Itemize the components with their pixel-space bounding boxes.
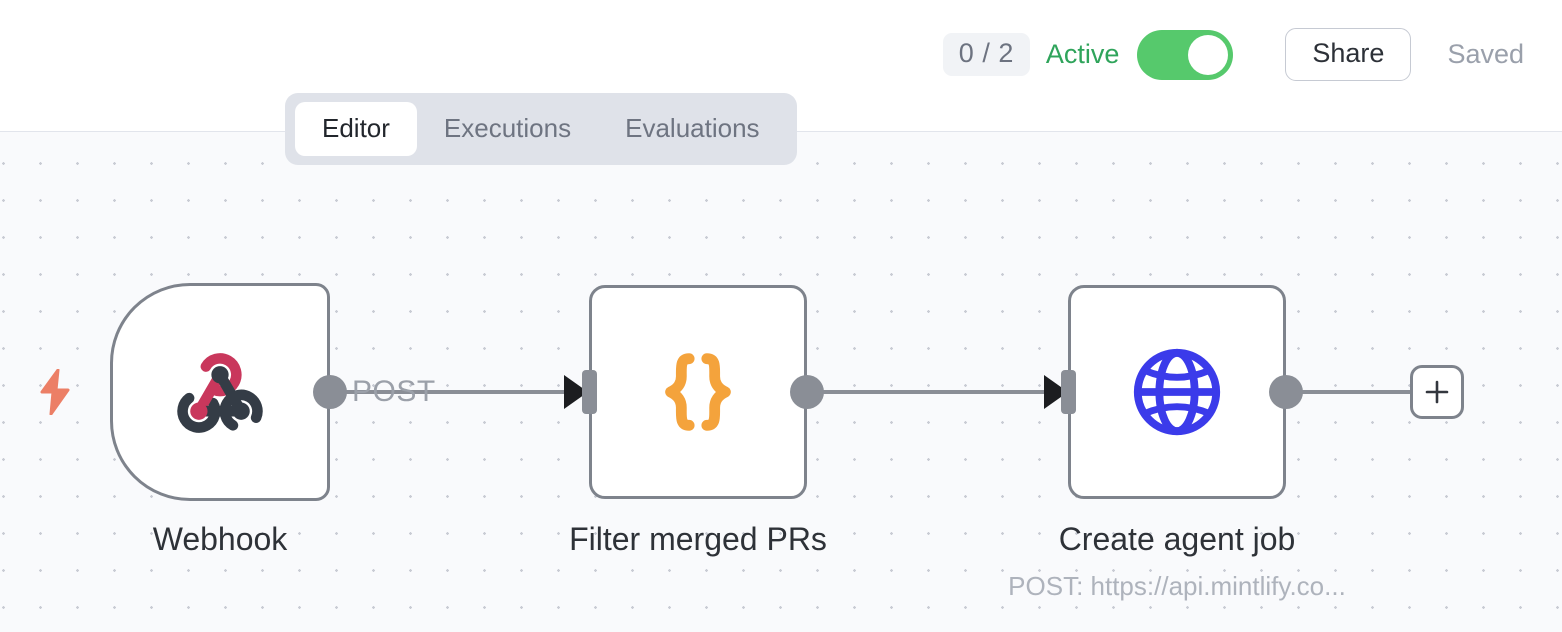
output-port-create-agent-job[interactable] [1269,375,1303,409]
node-create-agent-job[interactable] [1068,285,1286,499]
node-label-create-agent-job: Create agent job [1058,521,1296,557]
connection-webhook-to-filter[interactable] [344,390,574,394]
connection-label-post: POST [352,375,436,408]
connection-http-to-add [1300,390,1412,394]
header-actions: 0 / 2 Active Share Saved [942,28,1524,81]
output-port-webhook[interactable] [313,375,347,409]
connection-filter-to-http[interactable] [821,390,1054,394]
trigger-bolt-icon [38,368,72,416]
execution-count-badge: 0 / 2 [942,33,1030,76]
workflow-active-toggle[interactable] [1137,29,1234,80]
tab-executions[interactable]: Executions [443,113,572,143]
globe-icon [1128,343,1226,441]
tab-editor[interactable]: Editor [295,102,417,156]
add-node-button[interactable] [1410,365,1464,419]
node-sublabel-create-agent-job: POST: https://api.mintlify.co... [1008,571,1346,601]
toggle-knob [1188,34,1229,75]
workflow-canvas[interactable]: Webhook POST Filter merged PRs [0,132,1562,632]
webhook-icon [172,344,268,440]
plus-icon [1425,380,1449,404]
node-filter-merged-prs[interactable] [589,285,807,499]
view-tabs: Editor Executions Evaluations [285,93,797,165]
share-button[interactable]: Share [1285,28,1412,81]
curly-braces-icon [649,343,747,441]
node-label-webhook: Webhook [152,521,288,557]
input-port-create-agent-job[interactable] [1061,370,1076,414]
node-label-filter-merged-prs: Filter merged PRs [569,521,827,557]
node-webhook[interactable] [110,283,330,501]
output-port-filter-merged-prs[interactable] [790,375,824,409]
tab-evaluations[interactable]: Evaluations [625,113,760,143]
saved-status-label: Saved [1447,39,1524,69]
input-port-filter-merged-prs[interactable] [582,370,597,414]
active-status-label: Active [1045,39,1120,69]
